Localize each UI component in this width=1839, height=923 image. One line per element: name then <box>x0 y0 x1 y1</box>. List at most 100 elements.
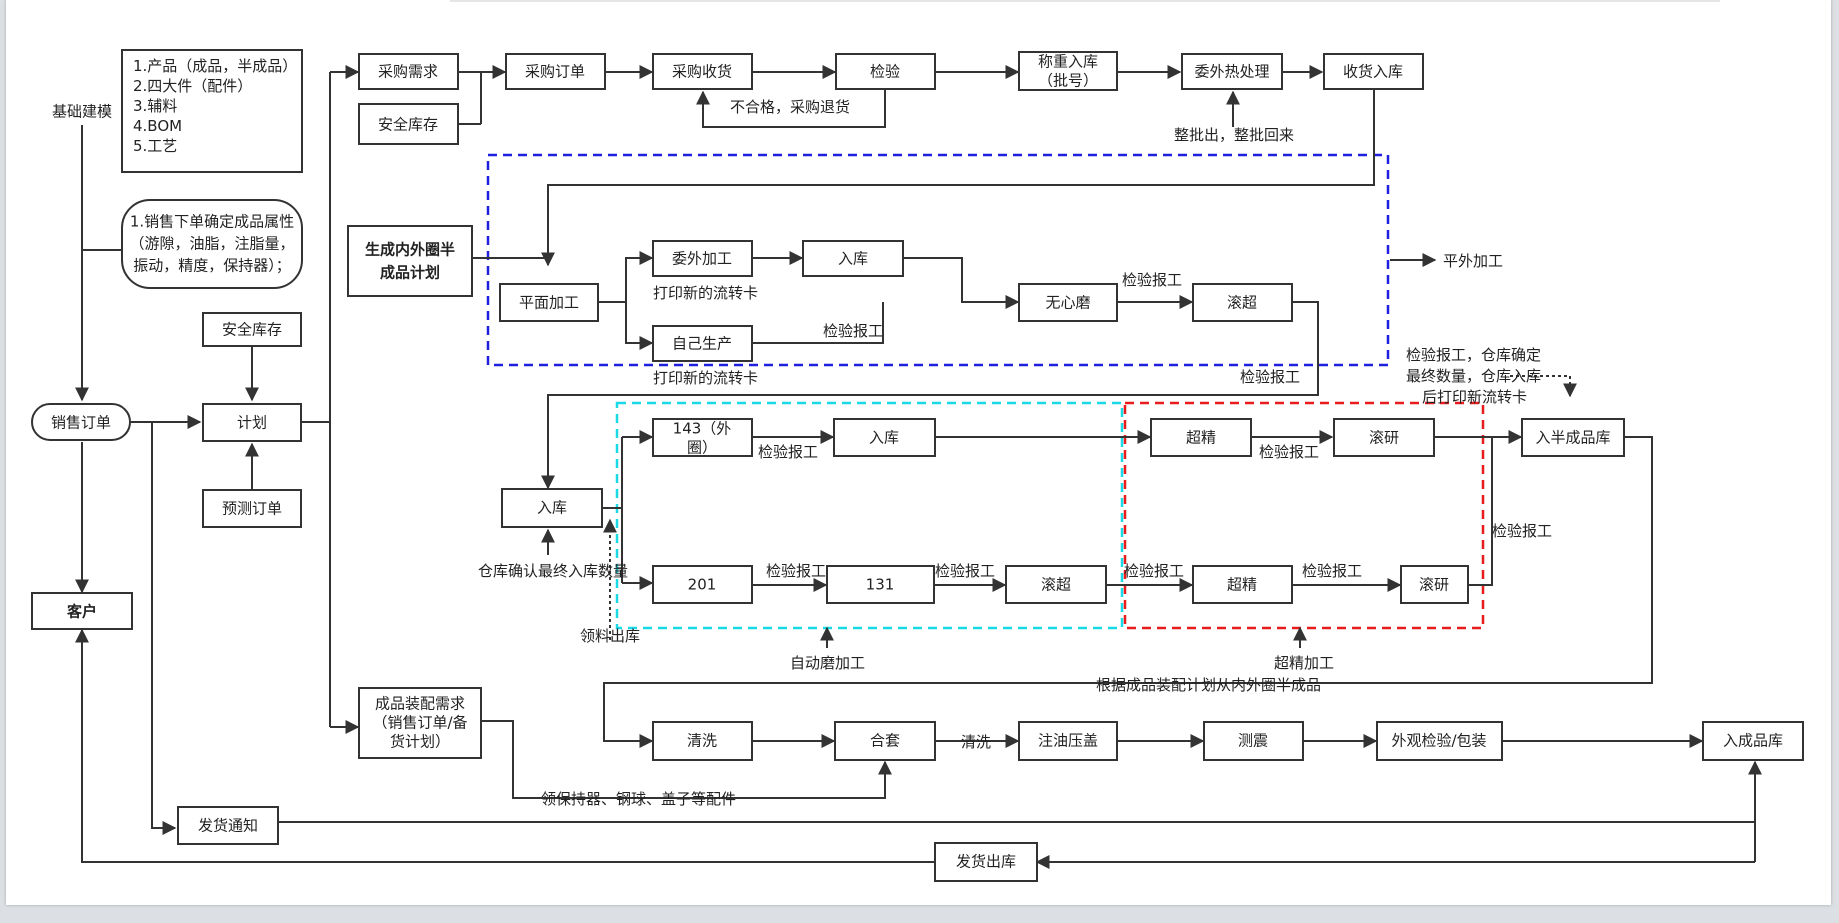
svg-text:143（外: 143（外 <box>673 420 732 438</box>
matching-node: 合套 <box>834 721 936 761</box>
master-list-item: 3.辅料 <box>133 97 177 115</box>
warehouse-note-line: 最终数量，仓库入库 <box>1406 367 1541 385</box>
svg-text:滚研: 滚研 <box>1369 429 1399 447</box>
svg-text:客户: 客户 <box>66 603 97 621</box>
print-card-label: 打印新的流转卡 <box>653 284 758 302</box>
in-stock-a-node: 入库 <box>802 240 904 277</box>
svg-text:滚超: 滚超 <box>1227 294 1257 312</box>
svg-text:成品计划: 成品计划 <box>380 264 440 282</box>
svg-text:采购需求: 采购需求 <box>378 63 438 81</box>
plan-node: 计划 <box>202 403 302 442</box>
roll-grind-a-node: 滚研 <box>1333 418 1435 457</box>
inspect-report-label: 检验报工 <box>758 443 818 461</box>
svg-text:外观检验/包装: 外观检验/包装 <box>1391 732 1486 750</box>
svg-text:采购收货: 采购收货 <box>672 63 732 81</box>
inspect-report-label: 检验报工 <box>935 562 995 580</box>
svg-text:计划: 计划 <box>237 414 267 432</box>
inspect-report-label: 检验报工 <box>1122 271 1182 289</box>
auto-grinding-label: 自动磨加工 <box>790 654 865 672</box>
superfinish-b-node: 超精 <box>1192 565 1293 604</box>
op-131-node: 131 <box>826 565 935 604</box>
svg-text:振动，精度，保持器）；: 振动，精度，保持器）； <box>133 257 291 275</box>
master-data-list: 1.产品（成品，半成品） 2.四大件（配件） 3.辅料 4.BOM 5.工艺 <box>121 49 303 173</box>
master-list-item: 5.工艺 <box>133 137 177 155</box>
svg-text:平面加工: 平面加工 <box>519 294 579 312</box>
svg-text:预测订单: 预测订单 <box>222 500 282 518</box>
base-modeling-label: 基础建模 <box>52 103 112 121</box>
warehouse-note-line: 后打印新流转卡 <box>1422 388 1527 406</box>
svg-text:入库: 入库 <box>869 429 899 447</box>
svg-text:圈）: 圈） <box>687 439 717 457</box>
inspect-report-label: 检验报工 <box>1259 443 1319 461</box>
svg-text:合套: 合套 <box>870 732 900 750</box>
svg-text:安全库存: 安全库存 <box>378 116 438 134</box>
svg-text:委外热处理: 委外热处理 <box>1194 63 1269 81</box>
svg-text:注油压盖: 注油压盖 <box>1038 732 1098 750</box>
customer-node: 客户 <box>31 592 133 630</box>
auto-grinding-region <box>615 401 1124 630</box>
inspection-node: 检验 <box>835 53 936 90</box>
inspect-report-label: 检验报工 <box>1302 562 1362 580</box>
master-list-item: 2.四大件（配件） <box>133 77 252 95</box>
reject-return-label: 不合格，采购退货 <box>730 98 850 116</box>
visual-pack-node: 外观检验/包装 <box>1376 721 1503 761</box>
inspect-report-label: 检验报工 <box>1240 368 1300 386</box>
master-list-item: 1.产品（成品，半成品） <box>133 57 297 75</box>
svg-text:入半成品库: 入半成品库 <box>1535 429 1610 447</box>
inspect-report-label: 检验报工 <box>1492 522 1552 540</box>
purchase-receipt-node: 采购收货 <box>652 53 753 90</box>
warehouse-note-line: 检验报工，仓库确定 <box>1406 346 1541 364</box>
op-201-node: 201 <box>652 565 753 604</box>
master-list-item: 4.BOM <box>133 117 182 135</box>
finished-in-node: 入成品库 <box>1702 721 1804 761</box>
purchase-order-node: 采购订单 <box>505 53 606 90</box>
semi-finished-in-node: 入半成品库 <box>1521 418 1625 457</box>
in-stock-b-node: 入库 <box>501 488 603 528</box>
ship-out-node: 发货出库 <box>934 842 1038 882</box>
op-143-node: 143（外 圈） <box>652 418 753 457</box>
purchase-demand-node: 采购需求 <box>358 53 459 90</box>
forecast-order-node: 预测订单 <box>202 489 302 528</box>
svg-text:发货出库: 发货出库 <box>956 853 1016 871</box>
in-stock-c-node: 入库 <box>833 418 936 457</box>
inspect-report-label: 检验报工 <box>823 322 883 340</box>
svg-text:委外加工: 委外加工 <box>672 250 732 268</box>
svg-text:生成内外圈半: 生成内外圈半 <box>365 241 455 259</box>
warehouse-confirm-label: 仓库确认最终入库数量 <box>478 562 628 580</box>
svg-text:1.销售下单确定成品属性: 1.销售下单确定成品属性 <box>130 213 294 231</box>
svg-text:安全库存: 安全库存 <box>222 321 282 339</box>
flat-outsource-label: 平外加工 <box>1443 252 1503 270</box>
svg-text:131: 131 <box>866 576 895 594</box>
collect-parts-label: 领保持器、钢球、盖子等配件 <box>541 790 736 808</box>
inspect-report-label: 检验报工 <box>1124 562 1184 580</box>
svg-text:（批号）: （批号） <box>1038 72 1098 90</box>
connectors <box>75 65 1762 869</box>
superfinish-a-node: 超精 <box>1150 418 1252 457</box>
svg-text:（销售订单/备: （销售订单/备 <box>372 714 467 732</box>
assembly-demand-node: 成品装配需求 （销售订单/备 货计划） <box>358 687 482 759</box>
sales-note: 1.销售下单确定成品属性 （游隙，油脂，注脂量， 振动，精度，保持器）； <box>121 199 303 289</box>
vibration-test-node: 测震 <box>1203 721 1304 761</box>
receive-in-node: 收货入库 <box>1323 53 1424 90</box>
svg-text:201: 201 <box>688 576 717 594</box>
svg-text:无心磨: 无心磨 <box>1045 294 1090 312</box>
svg-text:测震: 测震 <box>1238 732 1268 750</box>
flat-machining-node: 平面加工 <box>499 283 599 322</box>
superfinish-region <box>1123 401 1485 630</box>
roll-super-b-node: 滚超 <box>1005 565 1107 604</box>
batch-out-in-label: 整批出，整批回来 <box>1174 126 1294 144</box>
svg-text:销售订单: 销售订单 <box>51 414 111 432</box>
oil-press-cap-node: 注油压盖 <box>1018 721 1118 761</box>
sales-order-node: 销售订单 <box>31 403 131 441</box>
svg-text:成品装配需求: 成品装配需求 <box>375 695 465 713</box>
svg-text:货计划）: 货计划） <box>390 733 450 751</box>
outsourced-machining-node: 委外加工 <box>652 240 753 277</box>
top-strip <box>450 0 1720 2</box>
flat-machining-region <box>486 153 1390 367</box>
outsourced-heat-node: 委外热处理 <box>1181 53 1283 90</box>
weigh-in-node: 称重入库 （批号） <box>1018 51 1118 91</box>
svg-text:采购订单: 采购订单 <box>525 63 585 81</box>
safety-stock-plan-node: 安全库存 <box>202 312 302 347</box>
